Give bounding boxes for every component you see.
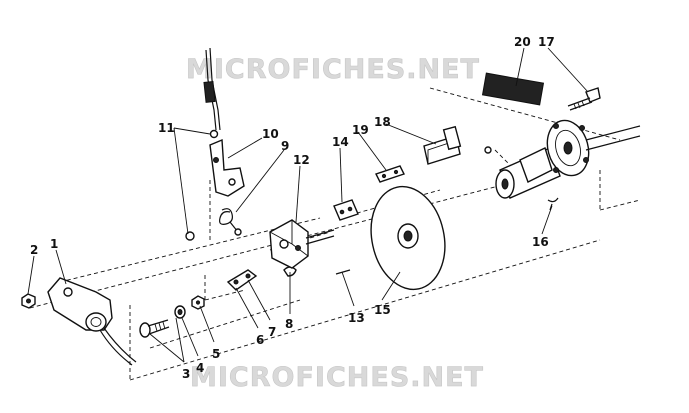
callout-3: 3 (182, 367, 190, 381)
part-1-bracket (47, 277, 137, 366)
callout-12: 12 (293, 153, 310, 167)
part-3-bolt (139, 319, 170, 338)
part-16-clip (547, 197, 559, 211)
callout-16: 16 (532, 235, 549, 249)
alignment-lines (29, 87, 641, 381)
callout-13: 13 (348, 311, 365, 325)
callout-8: 8 (285, 317, 293, 331)
part-10-cable-bracket (185, 47, 245, 241)
part-9-spring (219, 208, 242, 236)
part-13-pin (335, 269, 351, 275)
callout-19: 19 (352, 123, 369, 137)
part-6-link-plate (226, 269, 258, 291)
callout-2: 2 (30, 243, 38, 257)
part-15-disc (370, 185, 446, 291)
part-2-nut (21, 293, 36, 309)
callout-9: 9 (281, 139, 289, 153)
part-5-nut (191, 295, 205, 310)
callout-7: 7 (268, 325, 276, 339)
callout-20: 20 (514, 35, 531, 49)
part-12-cam-block (269, 219, 335, 269)
part-17-bolt (567, 87, 601, 111)
callout-4: 4 (196, 361, 204, 375)
watermark-bottom: MICROFICHES.NET (190, 362, 484, 393)
part-18-bracket-block (423, 125, 462, 165)
callout-11: 11 (158, 121, 175, 135)
part-19-spacer (375, 165, 405, 183)
callout-5: 5 (212, 347, 220, 361)
callout-17: 17 (538, 35, 555, 49)
part-14-block (333, 199, 359, 221)
callout-15: 15 (374, 303, 391, 317)
callout-6: 6 (256, 333, 264, 347)
part-4-washer (174, 305, 186, 319)
watermark-top: MICROFICHES.NET (186, 54, 480, 85)
part-20-decal (481, 72, 545, 106)
callout-14: 14 (332, 135, 349, 149)
callout-10: 10 (262, 127, 279, 141)
callouts: 1 2 3 4 5 6 7 8 9 10 11 12 13 14 15 16 1… (30, 35, 555, 381)
hub-assembly (484, 119, 641, 199)
callout-18: 18 (374, 115, 391, 129)
leader-lines (27, 47, 589, 363)
callout-1: 1 (50, 237, 58, 251)
